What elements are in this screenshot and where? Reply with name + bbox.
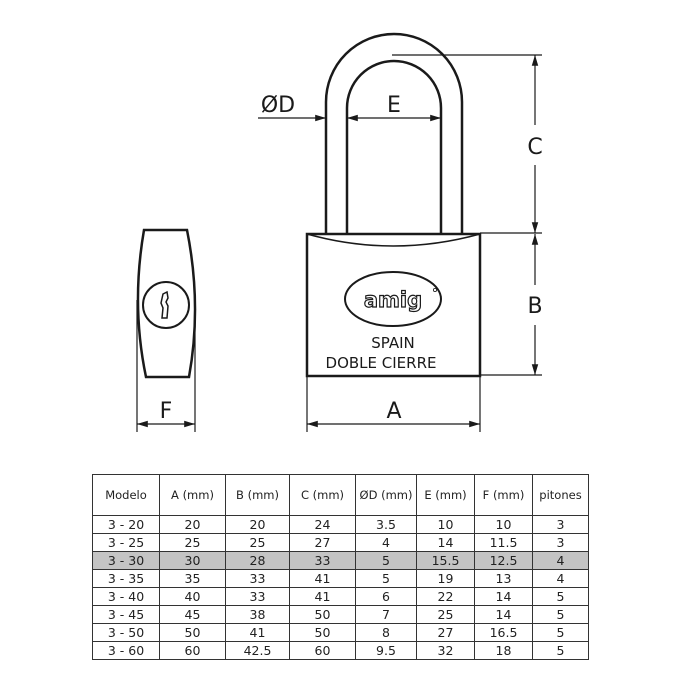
cell: 3 - 35 (92, 569, 160, 588)
cell: 4 (532, 569, 589, 588)
cell: 14 (474, 587, 533, 606)
dimension-label-b: B (527, 294, 542, 319)
dimension-label-a: A (386, 399, 401, 424)
cell: 5 (355, 569, 417, 588)
cell: 3 - 40 (92, 587, 160, 606)
cell: 35 (159, 569, 226, 588)
cell: 42.5 (225, 641, 290, 660)
cell: 9.5 (355, 641, 417, 660)
cell: 15.5 (416, 551, 475, 570)
cell: 25 (416, 605, 475, 624)
header-pitones: pitones (532, 474, 589, 516)
cell: 28 (225, 551, 290, 570)
cell: 10 (474, 515, 533, 534)
cell: 5 (532, 641, 589, 660)
header-b: B (mm) (225, 474, 290, 516)
header-d: ØD (mm) (355, 474, 417, 516)
cell: 3 - 30 (92, 551, 160, 570)
cell: 5 (532, 605, 589, 624)
cell: 3 (532, 533, 589, 552)
padlock-front-view-icon (305, 32, 482, 378)
cell: 7 (355, 605, 417, 624)
table-row: 3 - 20 20 20 24 3.5 10 10 3 (92, 515, 589, 534)
table-row: 3 - 45 45 38 50 7 25 14 5 (92, 605, 589, 624)
header-modelo: Modelo (92, 474, 160, 516)
header-e: E (mm) (416, 474, 475, 516)
cell: 5 (532, 623, 589, 642)
cell: 41 (225, 623, 290, 642)
table-row: 3 - 40 40 33 41 6 22 14 5 (92, 587, 589, 606)
padlock-side-view-icon (136, 228, 197, 379)
cell: 12.5 (474, 551, 533, 570)
cell: 33 (289, 551, 356, 570)
cell: 30 (159, 551, 226, 570)
amig-logo-icon: amig (344, 271, 442, 327)
keyhole-icon (142, 281, 190, 329)
dimensions-table: Modelo A (mm) B (mm) C (mm) ØD (mm) E (m… (92, 474, 589, 660)
cell: 3 (532, 515, 589, 534)
cell: 27 (289, 533, 356, 552)
cell: 14 (474, 605, 533, 624)
cell: 5 (532, 587, 589, 606)
table-row-highlighted: 3 - 30 30 28 33 5 15.5 12.5 4 (92, 551, 589, 570)
cell: 38 (225, 605, 290, 624)
padlock-technical-drawing: amig SPAIN DOBLE CIERRE ØD E C B A (136, 32, 543, 432)
body-text-doble-cierre: DOBLE CIERRE (326, 354, 437, 372)
header-f: F (mm) (474, 474, 533, 516)
cell: 6 (355, 587, 417, 606)
table-row: 3 - 35 35 33 41 5 19 13 4 (92, 569, 589, 588)
cell: 13 (474, 569, 533, 588)
cell: 60 (289, 641, 356, 660)
cell: 3 - 50 (92, 623, 160, 642)
cell: 24 (289, 515, 356, 534)
table-row: 3 - 25 25 25 27 4 14 11.5 3 (92, 533, 589, 552)
cell: 3 - 25 (92, 533, 160, 552)
cell: 3 - 60 (92, 641, 160, 660)
cell: 14 (416, 533, 475, 552)
cell: 25 (225, 533, 290, 552)
cell: 4 (532, 551, 589, 570)
cell: 40 (159, 587, 226, 606)
cell: 32 (416, 641, 475, 660)
cell: 41 (289, 569, 356, 588)
header-a: A (mm) (159, 474, 226, 516)
cell: 18 (474, 641, 533, 660)
cell: 3 - 45 (92, 605, 160, 624)
dimension-label-f: F (160, 399, 173, 424)
cell: 19 (416, 569, 475, 588)
cell: 33 (225, 587, 290, 606)
cell: 16.5 (474, 623, 533, 642)
dimension-label-d: ØD (261, 93, 295, 118)
cell: 50 (289, 605, 356, 624)
cell: 20 (225, 515, 290, 534)
body-text-spain: SPAIN (371, 334, 415, 352)
cell: 10 (416, 515, 475, 534)
cell: 41 (289, 587, 356, 606)
table-header-row: Modelo A (mm) B (mm) C (mm) ØD (mm) E (m… (92, 474, 589, 516)
table-row: 3 - 60 60 42.5 60 9.5 32 18 5 (92, 641, 589, 660)
cell: 11.5 (474, 533, 533, 552)
cell: 27 (416, 623, 475, 642)
cell: 25 (159, 533, 226, 552)
cell: 3.5 (355, 515, 417, 534)
cell: 50 (289, 623, 356, 642)
cell: 3 - 20 (92, 515, 160, 534)
cell: 60 (159, 641, 226, 660)
cell: 4 (355, 533, 417, 552)
table-row: 3 - 50 50 41 50 8 27 16.5 5 (92, 623, 589, 642)
header-c: C (mm) (289, 474, 356, 516)
cell: 22 (416, 587, 475, 606)
dimension-label-c: C (527, 135, 542, 160)
cell: 33 (225, 569, 290, 588)
dimension-label-e: E (387, 93, 401, 118)
cell: 5 (355, 551, 417, 570)
svg-text:amig: amig (364, 288, 422, 312)
cell: 50 (159, 623, 226, 642)
cell: 45 (159, 605, 226, 624)
cell: 8 (355, 623, 417, 642)
cell: 20 (159, 515, 226, 534)
